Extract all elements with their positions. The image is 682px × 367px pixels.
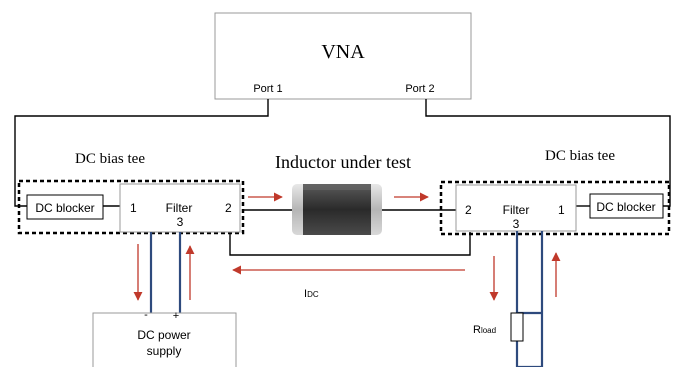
left-filter-pin3: 3: [177, 215, 184, 229]
right-dc-wire-bottom: [515, 340, 542, 367]
dc-supply-minus: -: [144, 309, 148, 321]
right-filter-pin3: 3: [513, 217, 520, 231]
left-filter-box: [119, 183, 241, 233]
left-filter-pin2: 2: [225, 201, 232, 215]
left-dc-blocker-label: DC blocker: [35, 201, 94, 215]
right-bias-tee-outline: [439, 180, 671, 236]
dc-wiring: [149, 231, 544, 367]
dc-supply-plus: +: [173, 310, 179, 322]
dc-return-wire: [229, 232, 471, 256]
current-arrows: [133, 192, 561, 301]
dc-power-supply-box: [92, 312, 237, 367]
right-filter-pin2: 2: [465, 203, 472, 217]
inductor-title: Inductor under test: [275, 152, 411, 172]
cable-port2-to-right-dc-blocker: [425, 99, 671, 207]
vna-port2-label: Port 2: [405, 83, 434, 95]
vna-port1-label: Port 1: [253, 83, 282, 95]
right-bias-tee-title: DC bias tee: [545, 148, 615, 164]
inductor-chip-highlight: [303, 184, 371, 190]
left-dc-blocker-box: [26, 194, 104, 220]
dc-supply-line1: DC power: [137, 328, 190, 342]
right-filter-pin1: 1: [558, 203, 565, 217]
inductor-under-test: Inductor under test: [275, 152, 411, 235]
right-dc-blocker-box: [589, 193, 664, 219]
left-filter-pin1: 1: [130, 201, 137, 215]
left-bias-tee-outline: [17, 179, 245, 235]
dc-supply-line2: supply: [147, 344, 182, 358]
vna-title: VNA: [321, 41, 365, 63]
load-resistor: Rload: [473, 312, 524, 342]
rload-label: Rload: [473, 324, 496, 336]
dc-power-supply: - + DC power supply: [92, 309, 237, 367]
right-dc-blocker-label: DC blocker: [596, 200, 655, 214]
right-filter-label: Filter: [503, 203, 530, 217]
left-bias-tee-title: DC bias tee: [75, 151, 145, 167]
right-bias-tee: DC bias tee 2 Filter 1 3 DC blocker: [439, 148, 671, 236]
right-dc-wire-load: [515, 231, 542, 315]
right-filter-box: [455, 184, 577, 232]
inductor-chip-body: [303, 184, 371, 235]
left-bias-tee: DC bias tee DC blocker 1 Filter 2 3: [17, 151, 245, 235]
left-filter-label: Filter: [166, 201, 193, 215]
load-resistor-symbol: [510, 312, 524, 342]
idc-label: IDC: [304, 288, 319, 300]
vna-box: VNA Port 1 Port 2: [214, 12, 472, 100]
